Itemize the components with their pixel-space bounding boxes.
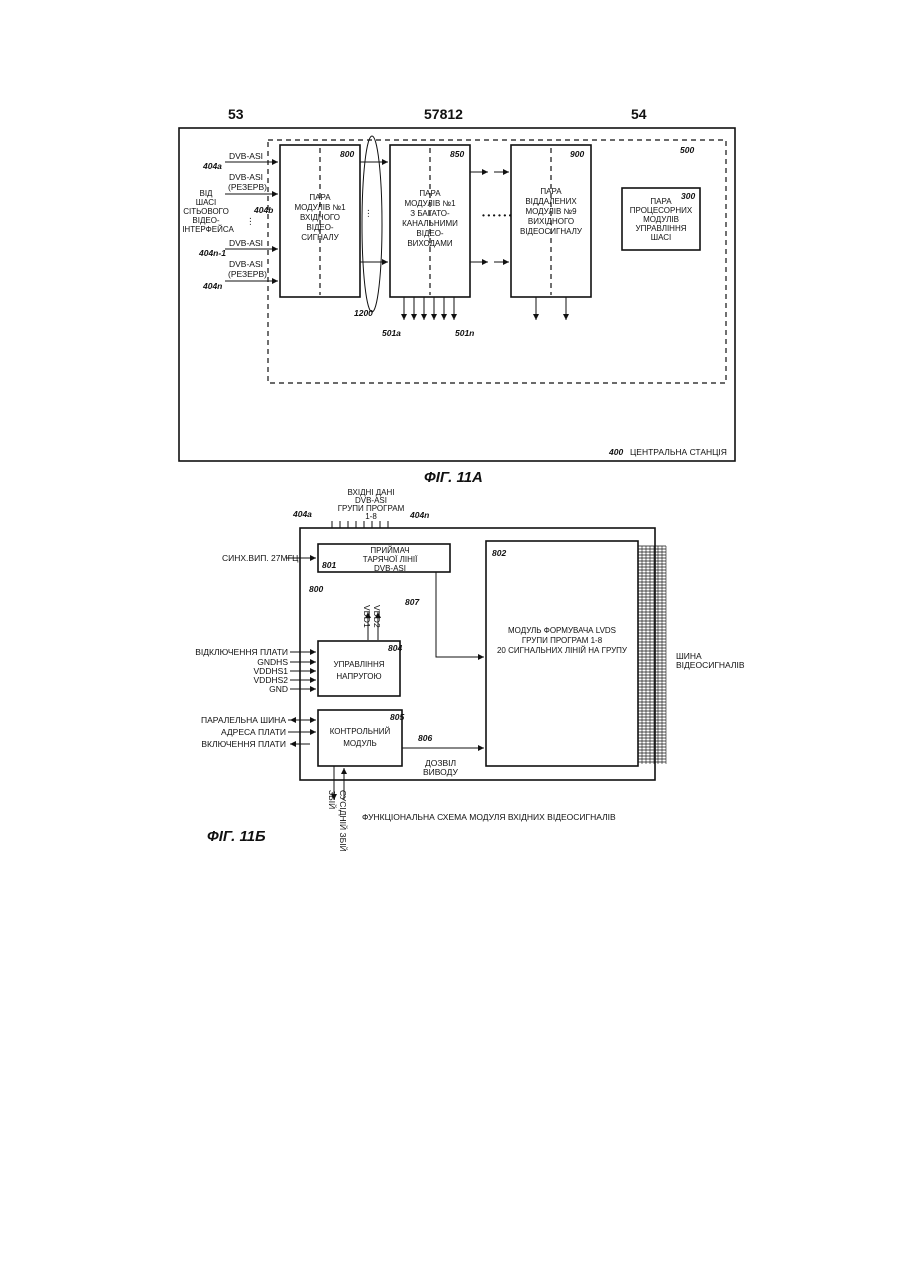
module-800-ref: 800 [340, 149, 354, 159]
fig11b-module-ref: 800 [309, 584, 323, 594]
module-900-line-1: ПАРА [540, 187, 562, 196]
module-900-line-5: ВІДЕОСИГНАЛУ [520, 227, 583, 236]
module-800-line-3: ВХІДНОГО [300, 213, 340, 222]
module-800-line-1: ПАРА [309, 193, 331, 202]
module-300-line-2: ПРОЦЕСОРНИХ [630, 206, 693, 215]
fault-label: ЗБІЙ [327, 790, 338, 809]
output-ref-n: 501n [455, 328, 474, 338]
output-ref-a: 501a [382, 328, 401, 338]
link-806-ref: 806 [418, 733, 432, 743]
link-807-ref: 807 [405, 597, 420, 607]
module-900-line-3: МОДУЛІВ №9 [525, 207, 577, 216]
power-inputs: ВІДКЛЮЧЕННЯ ПЛАТИ GNDHS VDDHS1 VDDHS2 GN… [195, 647, 316, 694]
module-850-line-2: МОДУЛІВ №1 [404, 199, 456, 208]
module-300-ref: 300 [681, 191, 695, 201]
figure-11b-caption: ФІГ. 11Б [207, 828, 266, 845]
receiver-line-3: DVB-ASI [374, 564, 406, 573]
input-label-4: DVB-ASI [229, 259, 263, 269]
module-800-line-5: СИГНАЛУ [301, 233, 339, 242]
module-850-ref: 850 [450, 149, 464, 159]
controller-805-ref: 805 [390, 712, 404, 722]
input-ref-1: 404a [202, 161, 222, 171]
module-850-line-4: КАНАЛЬНИМИ [402, 219, 458, 228]
module-850-line-6: ВИХОДАМИ [407, 239, 453, 248]
figure-11a-caption: ФІГ. 11А [424, 469, 483, 486]
input-label-2b: (РЕЗЕРВ) [228, 182, 267, 192]
bus-1200-ref: 1200 [354, 308, 373, 318]
power-804-ref: 804 [388, 643, 402, 653]
vdd2-label: VDD2 [372, 605, 382, 628]
module-300-line-5: ШАСІ [651, 233, 672, 242]
module-800-line-4: ВІДЕО- [306, 223, 334, 232]
module-900-line-4: ВИХІДНОГО [528, 217, 574, 226]
ref-400: 400 [608, 447, 623, 457]
top-input-line-4: 1-8 [365, 512, 377, 521]
fig11b-input-ref-n: 404n [409, 510, 429, 520]
source-label-line-4: ВІДЕО- [192, 216, 220, 225]
receiver-801-ref: 801 [322, 560, 336, 570]
fig11b-input-ref-a: 404a [292, 509, 312, 519]
controller-line-2: МОДУЛЬ [343, 739, 377, 748]
input-ref-2: 404b [253, 205, 273, 215]
source-label-line-5: ІНТЕРФЕЙСА [182, 225, 234, 234]
neighbor-fault-label: СУСІДНІЙ ЗБІЙ [338, 790, 349, 852]
chain-dots: • • • • • • [482, 210, 512, 220]
bus-input-1: ПАРАЛЕЛЬНА ШИНА [201, 715, 286, 725]
module-850-line-3: З БАГАТО- [410, 209, 450, 218]
module-900-line-2: ВІДДАЛЕНИХ [525, 197, 577, 206]
power-line-1: УПРАВЛІННЯ [333, 660, 384, 669]
fig11b-title: ФУНКЦІОНАЛЬНА СХЕМА МОДУЛЯ ВХІДНИХ ВІДЕО… [362, 812, 616, 822]
input-label-4b: (РЕЗЕРВ) [228, 269, 267, 279]
lvds-line-3: 20 СИГНАЛЬНИХ ЛІНІЙ НА ГРУПУ [497, 646, 628, 655]
module-850-line-5: ВІДЕО- [416, 229, 444, 238]
source-label-line-1: ВІД [200, 189, 214, 198]
bus-input-3: ВКЛЮЧЕННЯ ПЛАТИ [201, 739, 286, 749]
bus-inputs: ПАРАЛЕЛЬНА ШИНА АДРЕСА ПЛАТИ ВКЛЮЧЕННЯ П… [201, 715, 316, 749]
source-label-line-2: ШАСІ [196, 198, 217, 207]
module-300-line-4: УПРАВЛІННЯ [635, 224, 686, 233]
ellipsis-dots: ⋮ [246, 216, 255, 226]
source-label-line-3: СІТЬОВОГО [183, 207, 229, 216]
input-ref-3: 404n-1 [198, 248, 226, 258]
top-input-label: ВХІДНІ ДАНІ DVB-ASI ГРУПИ ПРОГРАМ 1-8 [338, 488, 405, 521]
module-900-ref: 900 [570, 149, 584, 159]
lvds-line-2: ГРУПИ ПРОГРАМ 1-8 [522, 636, 603, 645]
vdd1-label: VDD1 [362, 605, 372, 628]
module-300-line-3: МОДУЛІВ [643, 215, 679, 224]
bus-out-label-2: ВІДЕОСИГНАЛІВ [676, 660, 745, 670]
controller-line-1: КОНТРОЛЬНИЙ [330, 727, 391, 736]
enable-label-2: ВИВОДУ [423, 767, 458, 777]
station-label: ЦЕНТРАЛЬНА СТАНЦІЯ [630, 447, 727, 457]
input-label-1: DVB-ASI [229, 151, 263, 161]
receiver-line-1: ПРИЙМАЧ [370, 546, 409, 555]
module-850-line-1: ПАРА [419, 189, 441, 198]
power-input-5: GND [269, 684, 288, 694]
power-line-2: НАПРУГОЮ [336, 672, 381, 681]
power-input-1: ВІДКЛЮЧЕННЯ ПЛАТИ [195, 647, 288, 657]
ref-500: 500 [680, 145, 694, 155]
input-label-3: DVB-ASI [229, 238, 263, 248]
lvds-line-1: МОДУЛЬ ФОРМУВАЧА LVDS [508, 626, 616, 635]
lvds-802-ref: 802 [492, 548, 506, 558]
bus-dots: ⋮ [364, 208, 373, 218]
module-800-line-2: МОДУЛІВ №1 [294, 203, 346, 212]
input-ref-4: 404n [202, 281, 222, 291]
input-label-2: DVB-ASI [229, 172, 263, 182]
bus-input-2: АДРЕСА ПЛАТИ [221, 727, 286, 737]
receiver-line-2: ТАРЯЧОЇ ЛІНІЇ [363, 555, 418, 564]
module-300-line-1: ПАРА [650, 197, 672, 206]
